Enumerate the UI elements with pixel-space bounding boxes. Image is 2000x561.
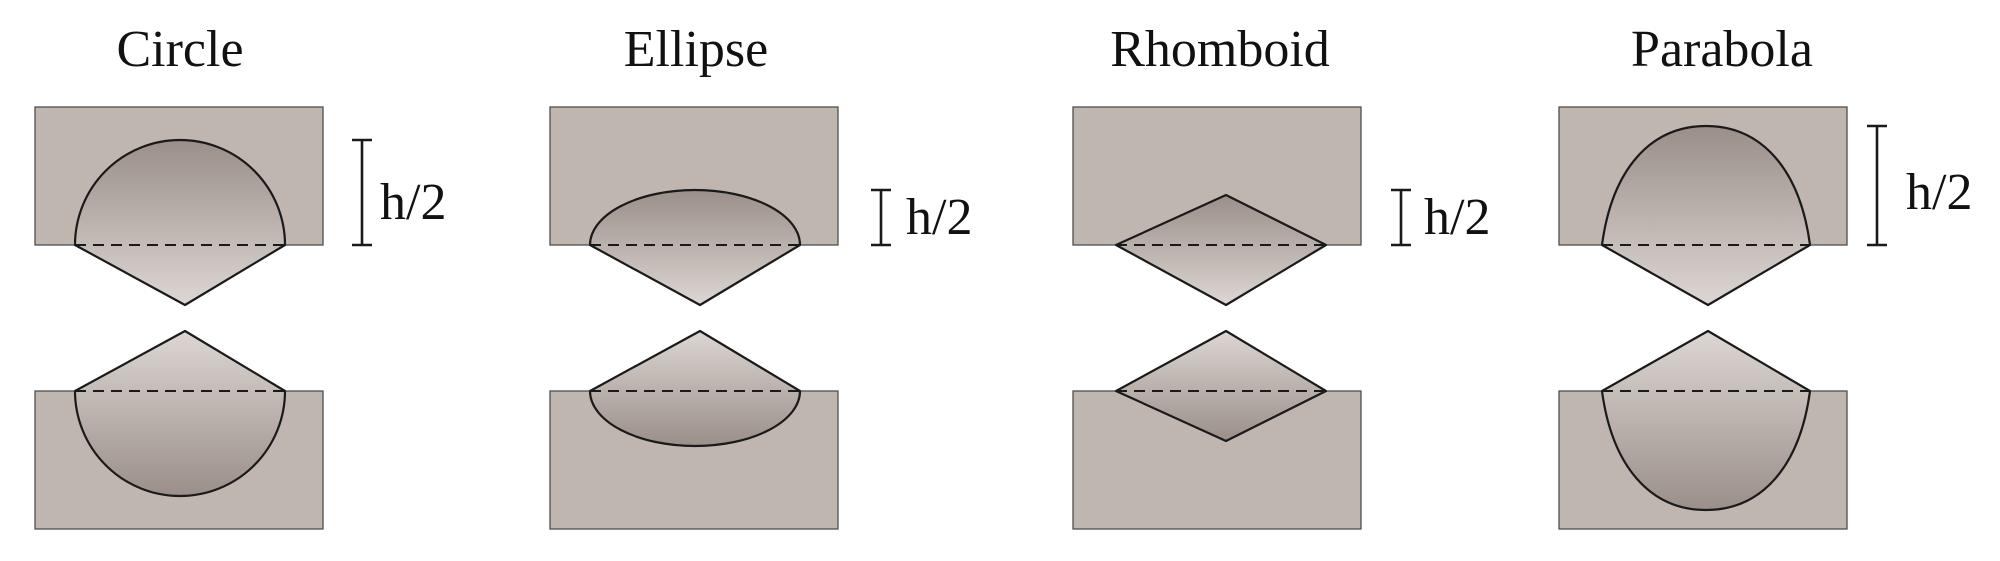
upper-rhomboid-weld-profile [1114,193,1328,307]
upper-plate-group [1558,106,1848,307]
panel-parabola: Parabola h/2 [1558,21,1972,530]
upper-parabolic-weld-profile [1600,124,1812,307]
half-height-dimension: h/2 [1867,124,1972,247]
dimension-label: h/2 [380,174,446,231]
dimension-label: h/2 [906,189,972,246]
lower-parabolic-weld-profile [1600,329,1812,512]
panel-rhomboid: Rhomboid h/2 [1072,21,1490,530]
dimension-bar [352,138,372,247]
lower-elliptical-weld-profile [588,329,802,448]
half-height-dimension: h/2 [352,138,446,247]
upper-circular-weld-profile [73,138,287,307]
lower-plate-group [1558,329,1848,530]
upper-plate-group [1072,106,1362,307]
lower-plate-group [549,329,839,530]
panel-circle: Circle h/2 [34,21,446,530]
upper-elliptical-weld-profile [588,188,802,307]
dimension-bar [1391,188,1411,247]
panel-title: Rhomboid [1110,21,1330,78]
panel-ellipse: Ellipse h/2 [549,21,972,530]
dimension-label: h/2 [1906,164,1972,221]
dimension-bar [871,188,891,247]
half-height-dimension: h/2 [871,188,972,247]
lower-circular-weld-profile [73,329,287,498]
lower-rhomboid-weld-profile [1114,329,1328,443]
panel-title: Parabola [1631,21,1813,78]
upper-plate-group [549,106,839,307]
lower-plate-group [1072,329,1362,530]
dimension-bar [1867,124,1887,247]
lower-plate-group [34,329,324,530]
dimension-label: h/2 [1424,189,1490,246]
upper-plate-group [34,106,324,307]
panel-title: Ellipse [624,21,768,78]
panel-title: Circle [116,21,243,78]
half-height-dimension: h/2 [1391,188,1490,247]
